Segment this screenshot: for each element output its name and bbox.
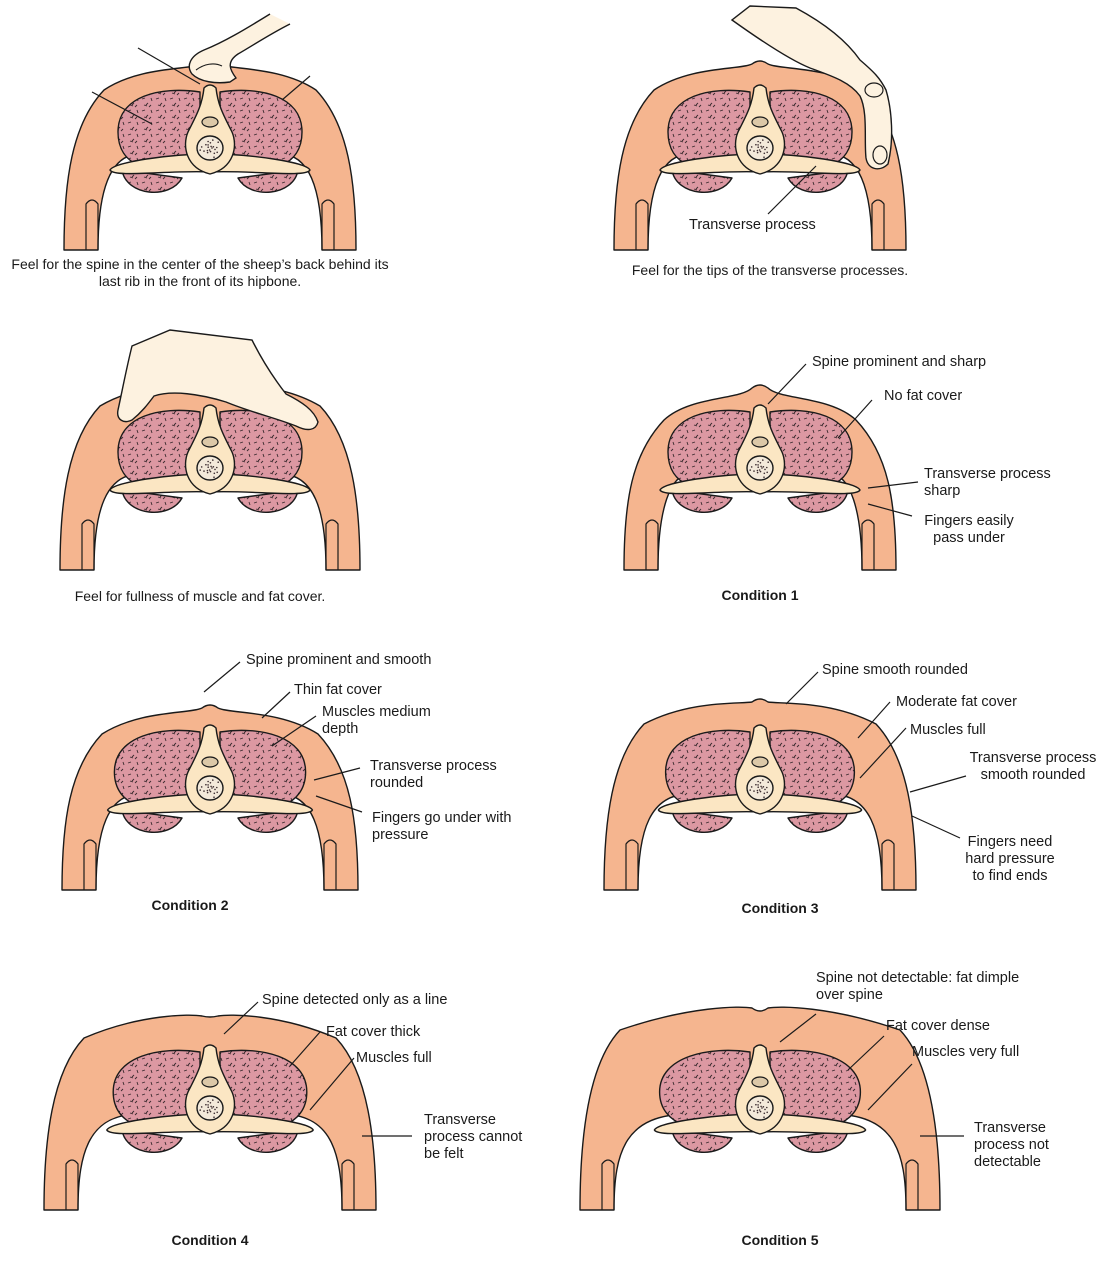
vertebral-body — [197, 776, 223, 800]
panel-spine-feel: Feel for the spine in the center of the … — [0, 0, 550, 310]
condition-title: Condition 1 — [690, 587, 830, 604]
label-fat-cover: No fat cover — [884, 388, 962, 405]
pointer-arrow — [912, 816, 960, 838]
pointer-arrow — [786, 672, 818, 704]
vertebral-body — [197, 456, 223, 480]
label-spine: Spine prominent and smooth — [246, 652, 431, 669]
label-muscles: Muscles very full — [912, 1044, 1019, 1061]
condition-title: Condition 5 — [710, 1232, 850, 1249]
label-transverse-process: Transverse process — [689, 217, 816, 234]
spinal-cord — [202, 117, 218, 127]
label-muscles: Muscles full — [910, 722, 986, 739]
pointer-arrow — [262, 692, 290, 718]
spinal-cord — [202, 1077, 218, 1087]
vertebral-body — [747, 1096, 773, 1120]
label-muscles: Muscles medium depth — [322, 704, 462, 738]
label-transverse: Transverse process cannot be felt — [424, 1112, 524, 1163]
label-transverse: Transverse process rounded — [370, 758, 520, 792]
spinal-cord — [202, 437, 218, 447]
label-transverse: Transverse process not detectable — [974, 1120, 1084, 1171]
caption: Feel for fullness of muscle and fat cove… — [0, 588, 400, 605]
sheep-cross-section — [60, 375, 360, 570]
panel-fullness-feel: Feel for fullness of muscle and fat cove… — [0, 320, 550, 630]
sheep-cross-section — [64, 61, 356, 250]
fingernail-icon — [865, 83, 883, 97]
label-transverse: Transverse process sharp — [924, 466, 1084, 500]
panel-condition-3: Spine smooth rounded Moderate fat cover … — [550, 640, 1100, 950]
spinal-cord — [752, 117, 768, 127]
fingernail-icon — [873, 146, 887, 164]
condition-title: Condition 3 — [710, 900, 850, 917]
spinal-cord — [752, 1077, 768, 1087]
condition-title: Condition 4 — [140, 1232, 280, 1249]
panel-condition-5: Spine not detectable: fat dimple over sp… — [550, 960, 1100, 1270]
label-fingers: Fingers need hard pressure to find ends — [962, 834, 1058, 885]
vertebral-body — [747, 776, 773, 800]
label-transverse: Transverse process smooth rounded — [968, 750, 1098, 784]
vertebral-body — [747, 136, 773, 160]
label-spine: Spine smooth rounded — [822, 662, 968, 679]
vertebral-body — [747, 456, 773, 480]
vertebral-body — [197, 1096, 223, 1120]
condition-title: Condition 2 — [120, 897, 260, 914]
label-fat-cover: Fat cover dense — [886, 1018, 990, 1035]
caption: Feel for the tips of the transverse proc… — [550, 262, 990, 279]
label-spine: Spine prominent and sharp — [812, 354, 986, 371]
label-fingers: Fingers easily pass under — [920, 513, 1018, 547]
caption: Feel for the spine in the center of the … — [0, 256, 400, 290]
sheep-cross-section — [604, 699, 916, 890]
panel-condition-4: Spine detected only as a line Fat cover … — [0, 960, 550, 1270]
panel-condition-1: Spine prominent and sharp No fat cover T… — [550, 320, 1100, 630]
pointer-arrow — [204, 662, 240, 692]
sheep-cross-section — [44, 1015, 376, 1210]
label-muscles: Muscles full — [356, 1050, 432, 1067]
pointer-arrow — [910, 776, 966, 792]
panel-transverse-feel: Transverse process Feel for the tips of … — [550, 0, 1100, 310]
spinal-cord — [202, 757, 218, 767]
label-fat-cover: Fat cover thick — [326, 1024, 420, 1041]
sheep-cross-section — [624, 385, 896, 570]
label-fat-cover: Thin fat cover — [294, 682, 382, 699]
label-spine: Spine not detectable: fat dimple over sp… — [816, 970, 1046, 1004]
sheep-cross-section — [62, 705, 358, 890]
spinal-cord — [752, 757, 768, 767]
sheep-cross-section — [580, 1007, 940, 1210]
label-fat-cover: Moderate fat cover — [896, 694, 1017, 711]
panel-condition-2: Spine prominent and smooth Thin fat cove… — [0, 640, 550, 950]
spinal-cord — [752, 437, 768, 447]
label-fingers: Fingers go under with pressure — [372, 810, 522, 844]
vertebral-body — [197, 136, 223, 160]
label-spine: Spine detected only as a line — [262, 992, 447, 1009]
